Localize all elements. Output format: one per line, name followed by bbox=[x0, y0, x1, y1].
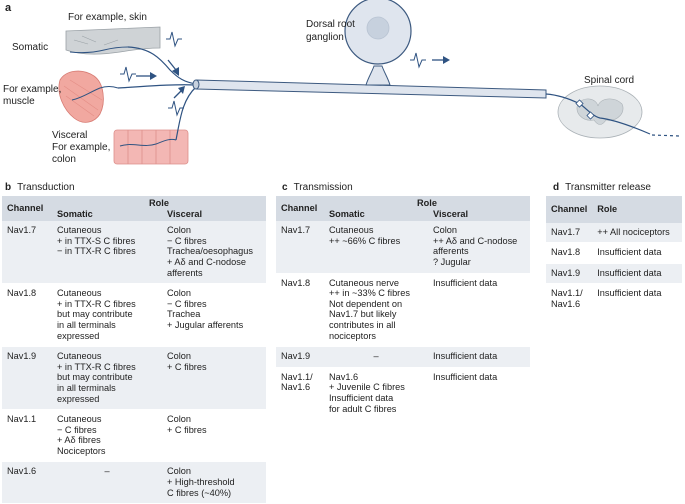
channel-header: Channel bbox=[546, 196, 593, 223]
somatic-cell: Nav1.6 + Juvenile C fibres Insufficient … bbox=[324, 367, 428, 421]
muscle-tissue bbox=[58, 70, 119, 123]
table-row: Nav1.8 Cutaneous + in TTX-R C fibres but… bbox=[2, 283, 266, 348]
nociceptor-diagram: a For example, skin Somatic For example,… bbox=[3, 0, 681, 165]
transduction-table: Channel Role Somatic Visceral Nav1.7 Cut… bbox=[2, 196, 266, 504]
table-row: Nav1.8 Insufficient data bbox=[546, 242, 682, 264]
drg-label-line2: ganglion bbox=[306, 32, 344, 43]
visceral-cell: Colon + C fibres bbox=[162, 346, 266, 411]
visceral-cell: Colon + C fibres bbox=[162, 409, 266, 463]
role-header: Role bbox=[324, 196, 530, 209]
role-cell: Insufficient data bbox=[592, 283, 682, 316]
panel-a-label: a bbox=[5, 2, 12, 14]
transmitter-release-table: Channel Role Nav1.7 ++ All nociceptors N… bbox=[546, 196, 682, 316]
table-row: Nav1.7 Cutaneous + in TTX-S C fibres − i… bbox=[2, 221, 266, 285]
table-row: Nav1.9 Cutaneous + in TTX-R C fibres but… bbox=[2, 346, 266, 411]
visceral-cell: Colon − C fibres Trachea/oesophagus + Aδ… bbox=[162, 221, 266, 285]
signal-arrows bbox=[136, 56, 450, 99]
visceral-cell: Insufficient data bbox=[428, 273, 530, 348]
role-header: Role bbox=[592, 196, 682, 223]
table-row: Nav1.7 ++ All nociceptors bbox=[546, 222, 682, 244]
spinal-cord bbox=[545, 85, 681, 139]
role-cell: Insufficient data bbox=[592, 242, 682, 264]
table-row: Nav1.6 – Colon + High-threshold C fibres… bbox=[2, 461, 266, 504]
visceral-cell: Colon + High-threshold C fibres (~40%) bbox=[162, 461, 266, 504]
skin-label: For example, skin bbox=[68, 12, 147, 23]
muscle-label-line2: muscle bbox=[3, 96, 35, 107]
channel-cell: Nav1.8 bbox=[276, 273, 324, 348]
visceral-header: Visceral bbox=[428, 208, 530, 222]
panel-d-title: d Transmitter release bbox=[553, 182, 651, 193]
channel-cell: Nav1.8 bbox=[546, 242, 593, 264]
channel-header: Channel bbox=[2, 196, 52, 222]
muscle-label-line1: For example, bbox=[3, 84, 61, 95]
channel-cell: Nav1.9 bbox=[546, 263, 593, 285]
somatic-header: Somatic bbox=[324, 208, 428, 222]
dorsal-root-ganglion bbox=[344, 0, 412, 86]
channel-cell: Nav1.8 bbox=[2, 283, 52, 348]
table-row: Nav1.9 Insufficient data bbox=[546, 263, 682, 285]
somatic-cell: Cutaneous + in TTX-S C fibres − in TTX-R… bbox=[52, 221, 162, 285]
panel-d-label: d bbox=[553, 182, 560, 193]
channel-cell: Nav1.1/ Nav1.6 bbox=[276, 367, 324, 421]
skin-tissue bbox=[65, 26, 161, 55]
channel-cell: Nav1.7 bbox=[2, 221, 52, 285]
role-header: Role bbox=[52, 196, 266, 209]
drg-label-line1: Dorsal root bbox=[306, 19, 355, 30]
visceral-header: Visceral bbox=[162, 208, 266, 222]
panel-c-title: c Transmission bbox=[282, 182, 353, 193]
somatic-cell: – bbox=[52, 461, 162, 504]
role-cell: ++ All nociceptors bbox=[592, 222, 682, 244]
visceral-label: Visceral bbox=[52, 130, 87, 141]
afferent-fibres bbox=[117, 46, 197, 141]
visceral-cell: Insufficient data bbox=[428, 346, 530, 368]
channel-cell: Nav1.7 bbox=[276, 221, 324, 274]
colon-label-line1: For example, bbox=[52, 142, 110, 153]
panel-b-title: b Transduction bbox=[5, 182, 75, 193]
table-row: Nav1.1/ Nav1.6 Nav1.6 + Juvenile C fibre… bbox=[276, 367, 530, 421]
table-row: Nav1.8 Cutaneous nerve ++ in ~33% C fibr… bbox=[276, 273, 530, 348]
channel-cell: Nav1.1/ Nav1.6 bbox=[546, 283, 593, 316]
visceral-cell: Insufficient data bbox=[428, 367, 530, 421]
spinal-cord-label: Spinal cord bbox=[584, 75, 634, 86]
role-cell: Insufficient data bbox=[592, 263, 682, 285]
somatic-cell: – bbox=[324, 346, 428, 368]
action-potential-icons bbox=[120, 31, 426, 117]
table-row: Nav1.7 Cutaneous ++ ~66% C fibres Colon … bbox=[276, 221, 530, 274]
visceral-cell: Colon − C fibres Trachea + Jugular affer… bbox=[162, 283, 266, 348]
channel-cell: Nav1.6 bbox=[2, 461, 52, 504]
channel-cell: Nav1.1 bbox=[2, 409, 52, 463]
visceral-cell: Colon ++ Aδ and C-nodose afferents ? Jug… bbox=[428, 221, 530, 274]
channel-cell: Nav1.9 bbox=[2, 346, 52, 411]
axon bbox=[192, 79, 547, 99]
somatic-cell: Cutaneous nerve ++ in ~33% C fibres Not … bbox=[324, 273, 428, 348]
somatic-cell: Cutaneous − C fibres + Aδ fibres Nocicep… bbox=[52, 409, 162, 463]
colon-tissue bbox=[113, 129, 189, 165]
channel-cell: Nav1.9 bbox=[276, 346, 324, 368]
panel-c-heading: Transmission bbox=[293, 182, 353, 193]
somatic-header: Somatic bbox=[52, 208, 162, 222]
panel-c-label: c bbox=[282, 182, 288, 193]
somatic-cell: Cutaneous + in TTX-R C fibres but may co… bbox=[52, 283, 162, 348]
panel-b-heading: Transduction bbox=[17, 182, 75, 193]
panel-b-label: b bbox=[5, 182, 12, 193]
channel-header: Channel bbox=[276, 196, 324, 222]
somatic-label: Somatic bbox=[12, 42, 48, 53]
table-row: Nav1.1/ Nav1.6 Insufficient data bbox=[546, 283, 682, 316]
table-row: Nav1.9 – Insufficient data bbox=[276, 346, 530, 368]
colon-label-line2: colon bbox=[52, 154, 76, 165]
channel-cell: Nav1.7 bbox=[546, 222, 593, 244]
somatic-cell: Cutaneous ++ ~66% C fibres bbox=[324, 221, 428, 274]
table-row: Nav1.1 Cutaneous − C fibres + Aδ fibres … bbox=[2, 409, 266, 463]
panel-d-heading: Transmitter release bbox=[565, 182, 651, 193]
transmission-table: Channel Role Somatic Visceral Nav1.7 Cut… bbox=[276, 196, 530, 421]
somatic-cell: Cutaneous + in TTX-R C fibres but may co… bbox=[52, 346, 162, 411]
